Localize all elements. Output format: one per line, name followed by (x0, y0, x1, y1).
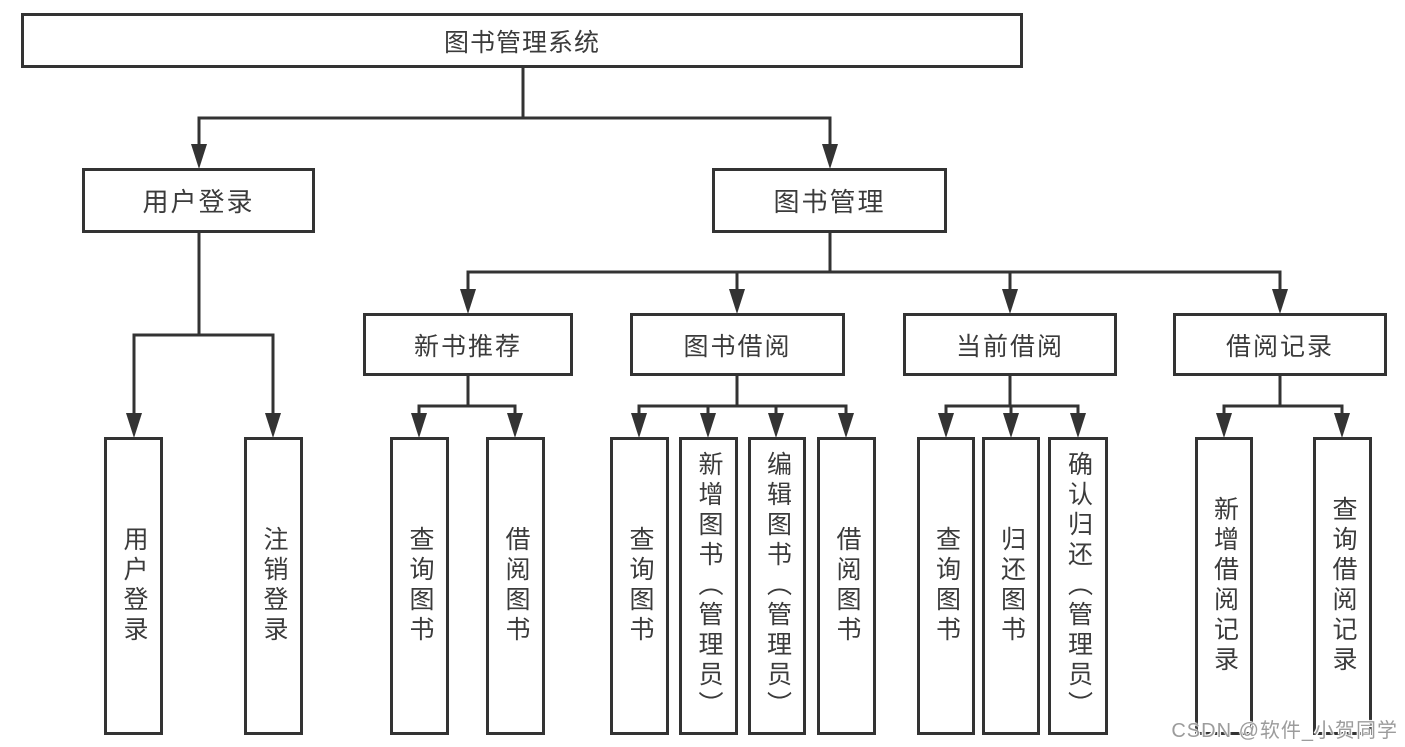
node-book-borrow-label: 图书借阅 (683, 332, 792, 361)
node-borrow-records: 借阅记录 (1173, 313, 1387, 376)
node-root-label: 图书管理系统 (443, 28, 600, 57)
node-leaf-current-return: 归还图书 (982, 437, 1040, 735)
node-root: 图书管理系统 (21, 13, 1023, 68)
node-leaf-borrow-query-label: 查询图书 (626, 526, 654, 646)
connector-newbooks-to-leaves (417, 374, 517, 418)
connector-currentborrow-to-leaves (944, 374, 1080, 418)
connector-management-to-level3 (466, 231, 1282, 293)
node-leaf-logout-label: 注销登录 (260, 526, 288, 646)
node-new-books-label: 新书推荐 (413, 332, 522, 361)
node-leaf-borrow-borrow-label: 借阅图书 (833, 526, 861, 646)
connector-root-to-level2 (197, 66, 832, 150)
node-leaf-records-add-label: 新增借阅记录 (1210, 496, 1239, 676)
node-leaf-current-confirm-label: 确认归还（管理员） (1064, 451, 1093, 721)
node-leaf-borrow-query: 查询图书 (610, 437, 669, 735)
connector-login-to-leaves (132, 231, 275, 418)
node-leaf-records-query: 查询借阅记录 (1313, 437, 1372, 735)
node-leaf-user-login: 用户登录 (104, 437, 163, 735)
node-current-borrow-label: 当前借阅 (955, 332, 1064, 361)
node-leaf-newbooks-query-label: 查询图书 (406, 526, 434, 646)
node-leaf-current-return-label: 归还图书 (997, 526, 1026, 646)
node-current-borrow: 当前借阅 (903, 313, 1117, 376)
arrowheads (126, 144, 1350, 438)
node-borrow-records-label: 借阅记录 (1225, 332, 1334, 361)
node-leaf-borrow-edit-label: 编辑图书（管理员） (763, 451, 792, 721)
node-leaf-logout: 注销登录 (244, 437, 303, 735)
node-book-borrow: 图书借阅 (630, 313, 845, 376)
node-leaf-records-add: 新增借阅记录 (1195, 437, 1253, 735)
node-leaf-newbooks-borrow: 借阅图书 (486, 437, 545, 735)
node-user-login: 用户登录 (82, 168, 315, 233)
node-leaf-user-login-label: 用户登录 (120, 526, 148, 646)
node-leaf-newbooks-borrow-label: 借阅图书 (502, 526, 530, 646)
node-leaf-records-query-label: 查询借阅记录 (1329, 496, 1357, 676)
node-leaf-current-query: 查询图书 (917, 437, 975, 735)
csdn-watermark: CSDN @软件_小贺同学 (1171, 720, 1398, 742)
connector-bookborrow-to-leaves (637, 374, 848, 418)
node-leaf-newbooks-query: 查询图书 (390, 437, 449, 735)
connector-records-to-leaves (1222, 374, 1344, 418)
node-leaf-borrow-edit: 编辑图书（管理员） (748, 437, 806, 735)
node-user-login-label: 用户登录 (142, 187, 255, 217)
node-leaf-current-query-label: 查询图书 (932, 526, 961, 646)
node-leaf-current-confirm: 确认归还（管理员） (1048, 437, 1108, 735)
node-book-management: 图书管理 (712, 168, 947, 233)
node-new-books: 新书推荐 (363, 313, 573, 376)
node-leaf-borrow-add-label: 新增图书（管理员） (695, 451, 723, 721)
node-book-management-label: 图书管理 (773, 187, 886, 217)
node-leaf-borrow-borrow: 借阅图书 (817, 437, 876, 735)
node-leaf-borrow-add: 新增图书（管理员） (679, 437, 738, 735)
